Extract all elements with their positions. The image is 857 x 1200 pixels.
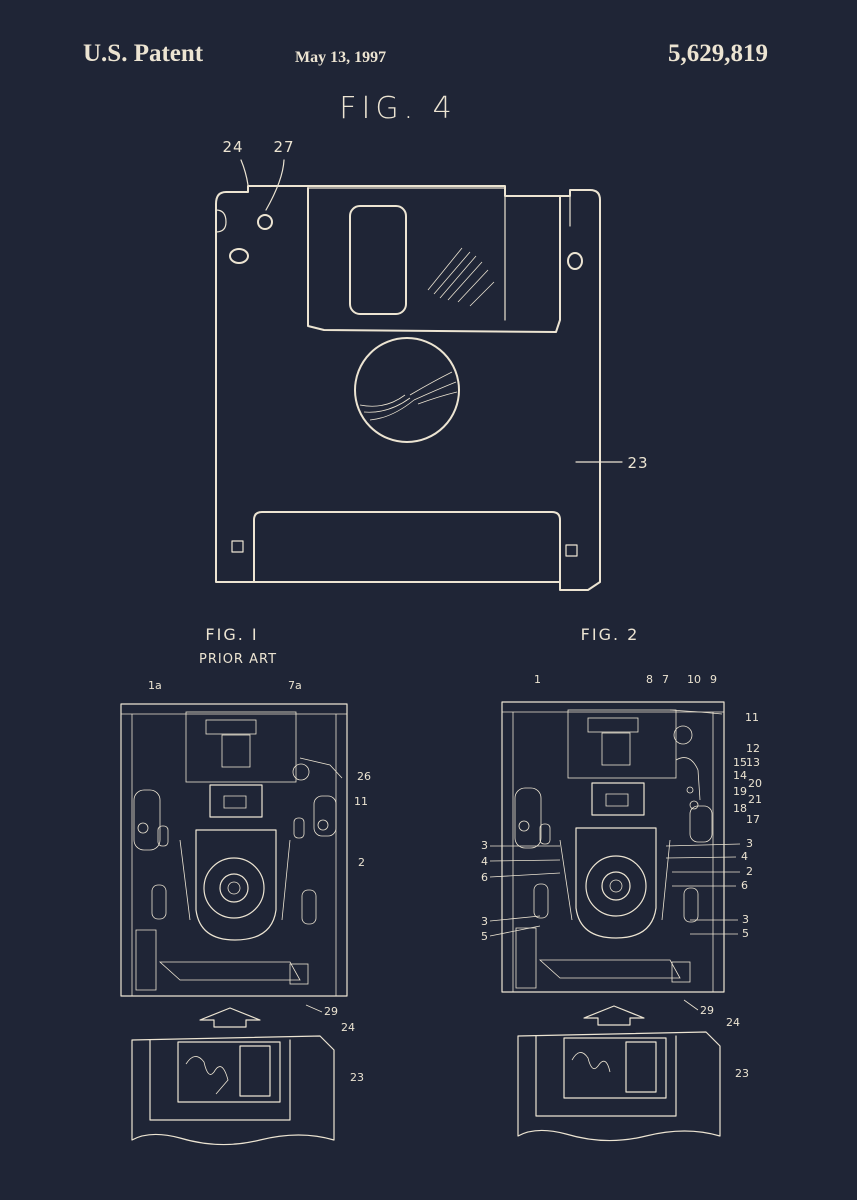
fig2-label: 24 [726, 1016, 740, 1029]
fig2-label: 6 [741, 879, 748, 892]
fig1-spindle-frame [195, 829, 277, 941]
fig2-label: 4 [741, 850, 748, 863]
hole-27 [257, 214, 273, 230]
fig2-label: 2 [746, 865, 753, 878]
fig2-label: 3 [481, 839, 488, 852]
patent-label: U.S. Patent [83, 40, 204, 67]
shutter-window [349, 205, 407, 315]
fig4-label-27: 27 [273, 138, 294, 156]
index-hole-right [567, 252, 583, 270]
fig2-drawing: FIG. 2 1 8 7 10 9 11 12 13 15 14 20 19 2… [481, 625, 762, 1142]
fig2-label: 12 [746, 742, 760, 755]
fig2-label: 8 [646, 673, 653, 686]
fig2-label: 6 [481, 871, 488, 884]
shutter [307, 187, 561, 333]
fig1-label: 23 [350, 1071, 364, 1084]
fig1-label: 7a [288, 679, 302, 692]
fig2-label: 10 [687, 673, 701, 686]
fig2-label: 3 [746, 837, 753, 850]
fig2-title: FIG. 2 [581, 625, 640, 644]
slot-left [231, 540, 244, 553]
fig2-label: 9 [710, 673, 717, 686]
fig2-head [591, 782, 645, 816]
fig2-label: 17 [746, 813, 760, 826]
fig2-label: 18 [733, 802, 747, 815]
fig1-head [209, 784, 263, 818]
slot-right [565, 544, 578, 557]
label-area [253, 511, 561, 583]
fig1-disk [131, 1035, 335, 1146]
fig2-carriage [567, 709, 677, 779]
fig2-label: 3 [742, 913, 749, 926]
fig1-label: 26 [357, 770, 371, 783]
fig1-label: 24 [341, 1021, 355, 1034]
fig2-label: 7 [662, 673, 669, 686]
hub [354, 337, 460, 443]
fig2-label: 29 [700, 1004, 714, 1017]
shutter-edge [307, 187, 506, 321]
fig2-label: 15 [733, 756, 747, 769]
corner-notch [215, 209, 227, 233]
fig2-label: 21 [748, 793, 762, 806]
fig4-label-24: 24 [222, 138, 243, 156]
fig1-label: 11 [354, 795, 368, 808]
patent-number: 5,629,819 [668, 40, 768, 67]
floppy-disk-body [215, 185, 601, 591]
fig2-label: 13 [746, 756, 760, 769]
fig2-label: 5 [481, 930, 488, 943]
fig2-spindle-frame [575, 827, 657, 939]
leader-24 [240, 159, 249, 186]
hub-hatch [359, 371, 458, 421]
fig1-spindle [203, 857, 265, 919]
fig2-chassis [501, 701, 725, 993]
fig1-label: 1a [148, 679, 162, 692]
fig1-drawing: FIG. I PRIOR ART 1a 7a 26 11 2 29 24 23 [120, 625, 371, 1146]
fig1-subtitle: PRIOR ART [199, 652, 277, 667]
fig1-insert-arrow [199, 1007, 261, 1028]
leader-27 [265, 159, 285, 211]
fig2-label: 20 [748, 777, 762, 790]
fig4-title: FIG. 4 [339, 91, 457, 126]
fig4-drawing: FIG. 4 24 27 23 [215, 91, 648, 591]
fig2-insert-arrow [583, 1005, 645, 1026]
shutter-hatch [427, 247, 495, 307]
fig1-label: 29 [324, 1005, 338, 1018]
fig2-label: 4 [481, 855, 488, 868]
fig1-label: 2 [358, 856, 365, 869]
fig2-spindle [585, 855, 647, 917]
fig2-label: 14 [733, 769, 747, 782]
fig2-label: 3 [481, 915, 488, 928]
fig2-label: 5 [742, 927, 749, 940]
fig4-label-23: 23 [627, 454, 648, 472]
fig2-label: 11 [745, 711, 759, 724]
index-hole-left [229, 248, 249, 264]
fig2-label: 19 [733, 785, 747, 798]
patent-date: May 13, 1997 [295, 49, 387, 66]
fig2-disk [517, 1031, 721, 1142]
fig2-label: 23 [735, 1067, 749, 1080]
fig1-title: FIG. I [205, 625, 258, 644]
fig1-chassis [120, 703, 348, 997]
fig2-label: 1 [534, 673, 541, 686]
fig1-carriage [185, 711, 297, 783]
